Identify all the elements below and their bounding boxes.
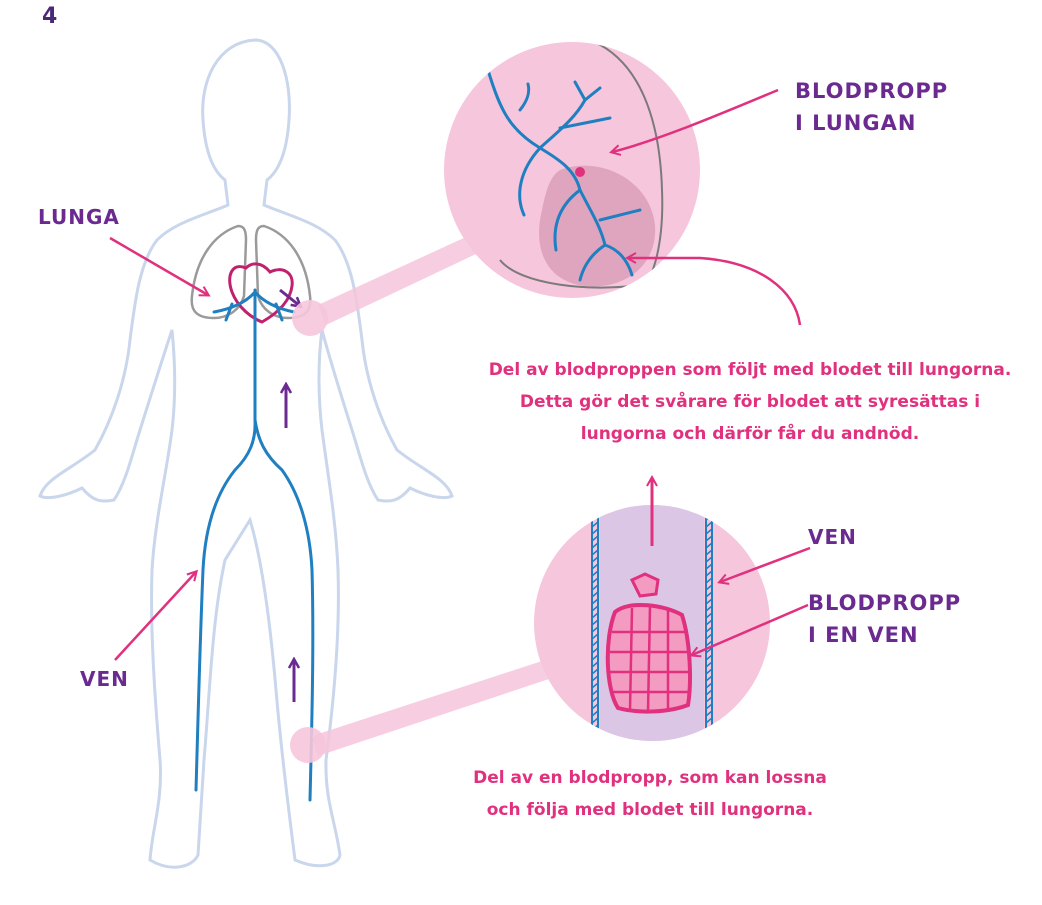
- label-blodpropp-ven-line1: BLODPROPP: [808, 587, 961, 619]
- label-blodpropp-ven: BLODPROPP I EN VEN: [808, 587, 961, 651]
- vein-wall-hatch: [706, 739, 712, 744]
- lung-caption-line2: Detta gör det svårare för blodet att syr…: [470, 386, 1030, 418]
- vein-caption: Del av en blodpropp, som kan lossna och …: [440, 762, 860, 826]
- label-ven-right: VEN: [808, 525, 857, 549]
- arrow-ven-left: [115, 572, 196, 660]
- label-lunga: LUNGA: [38, 205, 120, 229]
- label-blodpropp-ven-line2: I EN VEN: [808, 619, 961, 651]
- arrow-lunga: [110, 238, 208, 295]
- lung-caption-line1: Del av blodproppen som följt med blodet …: [470, 354, 1030, 386]
- vein-wall-hatch: [592, 739, 598, 744]
- label-blodpropp-lungan-line1: BLODPROPP: [795, 75, 948, 107]
- leg-connector: [312, 660, 552, 756]
- vein-wall-hatch: [592, 732, 598, 737]
- vein-caption-line1: Del av en blodpropp, som kan lossna: [440, 762, 860, 794]
- clot-dot: [575, 167, 585, 177]
- vein-caption-line2: och följa med blodet till lungorna.: [440, 794, 860, 826]
- lung-caption: Del av blodproppen som följt med blodet …: [470, 354, 1030, 450]
- label-blodpropp-lungan: BLODPROPP I LUNGAN: [795, 75, 948, 139]
- label-blodpropp-lungan-line2: I LUNGAN: [795, 107, 948, 139]
- vein-wall-hatch: [706, 732, 712, 737]
- vein-wall-hatch: [592, 508, 598, 513]
- body-veins: [196, 290, 313, 800]
- vein-wall-hatch: [706, 508, 712, 513]
- page-number: 4: [42, 4, 57, 29]
- label-ven-left: VEN: [80, 667, 129, 691]
- lung-caption-line3: lungorna och därför får du andnöd.: [470, 418, 1030, 450]
- body-outline: [40, 40, 452, 867]
- vein-wall-hatch: [706, 515, 712, 520]
